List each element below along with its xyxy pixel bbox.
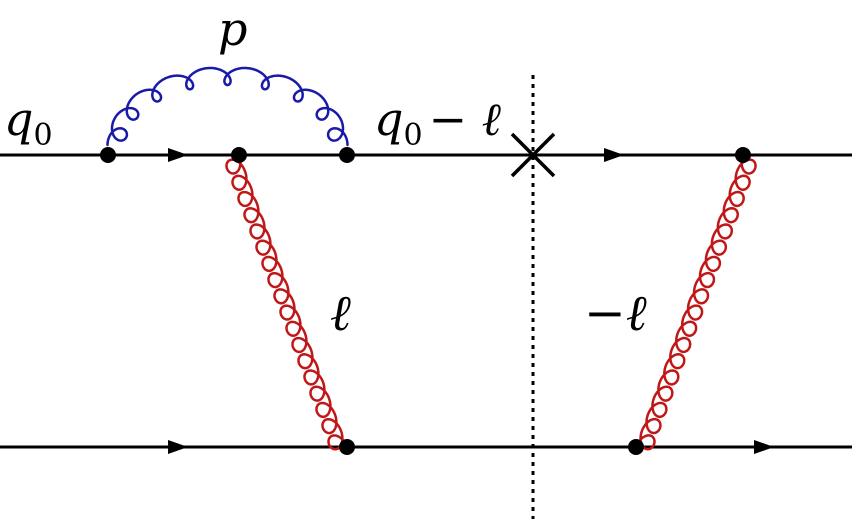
- vertex-top-2: [231, 147, 247, 163]
- label-l: ℓ: [330, 284, 351, 342]
- gluon-minus-l: [634, 153, 757, 451]
- cut-cross-icon: [510, 132, 556, 178]
- label-q0-left: q0: [4, 92, 53, 153]
- arrow-bottom-2-icon: [754, 440, 774, 454]
- label-minus-l: −ℓ: [584, 284, 647, 342]
- arrow-top-1-icon: [168, 148, 188, 162]
- label-q0-minus-l: q0− ℓ: [374, 92, 502, 153]
- gluon-p: [106, 66, 349, 147]
- label-p: p: [218, 2, 247, 56]
- vertex-top-1: [100, 147, 116, 163]
- arrow-bottom-1-icon: [168, 440, 188, 454]
- vertex-top-3: [339, 147, 355, 163]
- vertex-bottom-1: [339, 439, 355, 455]
- gluon-l: [225, 153, 349, 451]
- vertex-bottom-2: [628, 439, 644, 455]
- vertex-top-4: [735, 147, 751, 163]
- arrow-top-2-icon: [604, 148, 624, 162]
